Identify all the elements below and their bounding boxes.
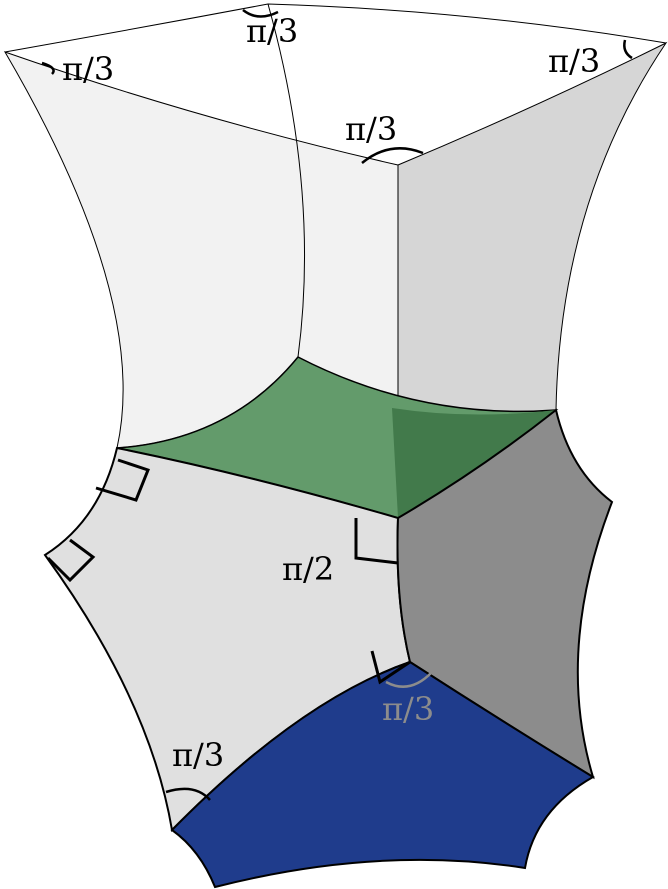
- angle-arc: [41, 61, 55, 75]
- right-angle-marker: [95, 458, 150, 502]
- label-blue-face: π/3: [382, 690, 434, 728]
- angle-arc: [165, 787, 211, 801]
- back-edge: [267, 3, 306, 358]
- label-top-right: π/3: [548, 42, 600, 80]
- angle-arc: [385, 671, 433, 688]
- front-right-face: [396, 408, 614, 780]
- upper-right-face: [397, 41, 668, 416]
- label-top-center: π/3: [246, 12, 298, 50]
- right-angle-marker: [46, 538, 96, 583]
- label-lower-left: π/3: [172, 736, 224, 774]
- angle-arc: [623, 39, 633, 60]
- top-cap-edge: [4, 3, 667, 53]
- label-inner-top: π/3: [345, 110, 397, 148]
- blue-face: [170, 660, 595, 889]
- label-right-angle: π/2: [282, 550, 334, 588]
- angle-arc: [361, 147, 424, 164]
- green-face-shadow: [392, 408, 556, 518]
- label-top-left: π/3: [62, 50, 114, 88]
- right-angle-marker: [354, 518, 399, 565]
- right-angle-marker: [370, 650, 411, 685]
- angle-arc: [242, 8, 279, 18]
